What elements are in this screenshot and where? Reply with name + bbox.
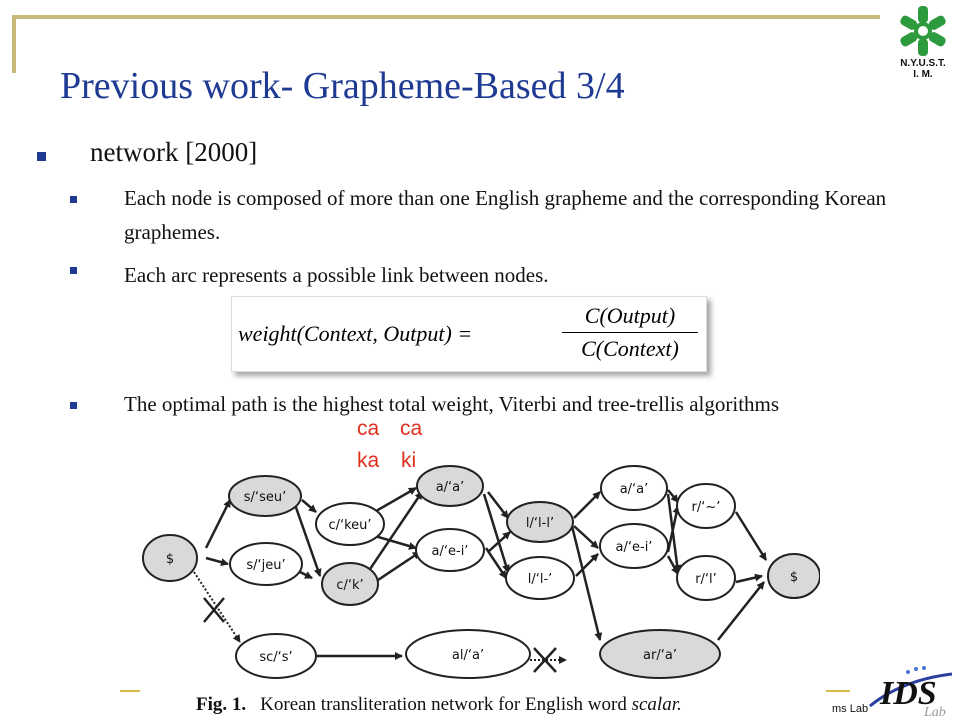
annotation-ki: ki bbox=[401, 449, 417, 472]
bullet-marker-level2 bbox=[70, 196, 77, 203]
node-sc-s: sc/‘s’ bbox=[259, 650, 292, 665]
ids-logo-text: IDS bbox=[879, 675, 937, 712]
annotation-ka: ka bbox=[357, 449, 380, 472]
bullet-marker-level2 bbox=[70, 402, 77, 409]
formula-lhs: weight(Context, Output) = bbox=[238, 321, 473, 346]
node-s-jeu: s/‘jeu’ bbox=[246, 558, 285, 573]
bullet-marker-level2 bbox=[70, 267, 77, 274]
nyust-logo-icon bbox=[900, 6, 946, 56]
footer-rule-right bbox=[826, 690, 850, 692]
bullet-marker-level1 bbox=[37, 152, 46, 161]
annotation-ca-2: ca bbox=[400, 417, 423, 440]
annotation-ca-1: ca bbox=[357, 417, 380, 440]
transliteration-network-diagram: $ s/‘seu’ s/‘jeu’ c/‘keu’ c/‘k’ a/‘a’ a/… bbox=[142, 465, 820, 679]
node-s-seu: s/‘seu’ bbox=[244, 490, 286, 505]
node-a-ei: a/‘e-i’ bbox=[432, 544, 469, 559]
caption-text: Korean transliteration network for Engli… bbox=[260, 694, 632, 715]
node-r-tilde: r/‘~’ bbox=[692, 500, 721, 515]
node-c-k: c/‘k’ bbox=[336, 578, 363, 593]
logo-line-1: N.Y.U.S.T. bbox=[900, 58, 946, 69]
node-l-ll: l/‘l-l’ bbox=[526, 516, 554, 531]
node-l-l: l/‘l-’ bbox=[528, 572, 553, 587]
slide-frame-top bbox=[12, 15, 880, 19]
node-a-a: a/‘a’ bbox=[436, 480, 465, 495]
node-ar-a: ar/‘a’ bbox=[643, 648, 677, 663]
node-r-l: r/‘l’ bbox=[695, 572, 717, 587]
bullet-item-node: Each node is composed of more than one E… bbox=[124, 186, 887, 244]
footer-lab-text: ms Lab bbox=[832, 703, 869, 715]
slide-frame-left bbox=[12, 15, 16, 73]
formula-denominator: C(Context) bbox=[581, 336, 679, 361]
node-al-a: al/‘a’ bbox=[452, 648, 484, 663]
slide-title: Previous work- Grapheme-Based 3/4 bbox=[60, 65, 625, 107]
caption-label: Fig. 1. bbox=[196, 694, 247, 715]
nyust-logo-caption: N.Y.U.S.T. I. M. bbox=[890, 58, 956, 80]
node-start: $ bbox=[166, 552, 174, 567]
figure-caption: Fig. 1. Korean transliteration network fo… bbox=[196, 694, 682, 716]
node-c-keu: c/‘keu’ bbox=[328, 518, 371, 533]
formula-numerator: C(Output) bbox=[584, 303, 676, 328]
weight-formula: weight(Context, Output) = C(Output) C(Co… bbox=[231, 296, 707, 372]
ids-logo-sub: Lab bbox=[923, 705, 946, 720]
formula-fraction: C(Output) C(Context) bbox=[562, 301, 698, 364]
footer-rule-left bbox=[120, 690, 140, 692]
node-a-ei-2: a/‘e-i’ bbox=[616, 540, 653, 555]
logo-line-2: I. M. bbox=[913, 69, 933, 80]
node-end: $ bbox=[790, 570, 798, 585]
node-a-a-2: a/‘a’ bbox=[620, 482, 649, 497]
bullet-item-optimal-path: The optimal path is the highest total we… bbox=[124, 392, 780, 416]
fraction-bar bbox=[562, 332, 698, 333]
bullet-item-arc: Each arc represents a possible link betw… bbox=[124, 263, 549, 287]
ids-lab-logo-icon: IDS Lab bbox=[869, 666, 953, 720]
caption-word: scalar. bbox=[631, 694, 682, 715]
bullet-level1-text: network [2000] bbox=[90, 137, 258, 167]
